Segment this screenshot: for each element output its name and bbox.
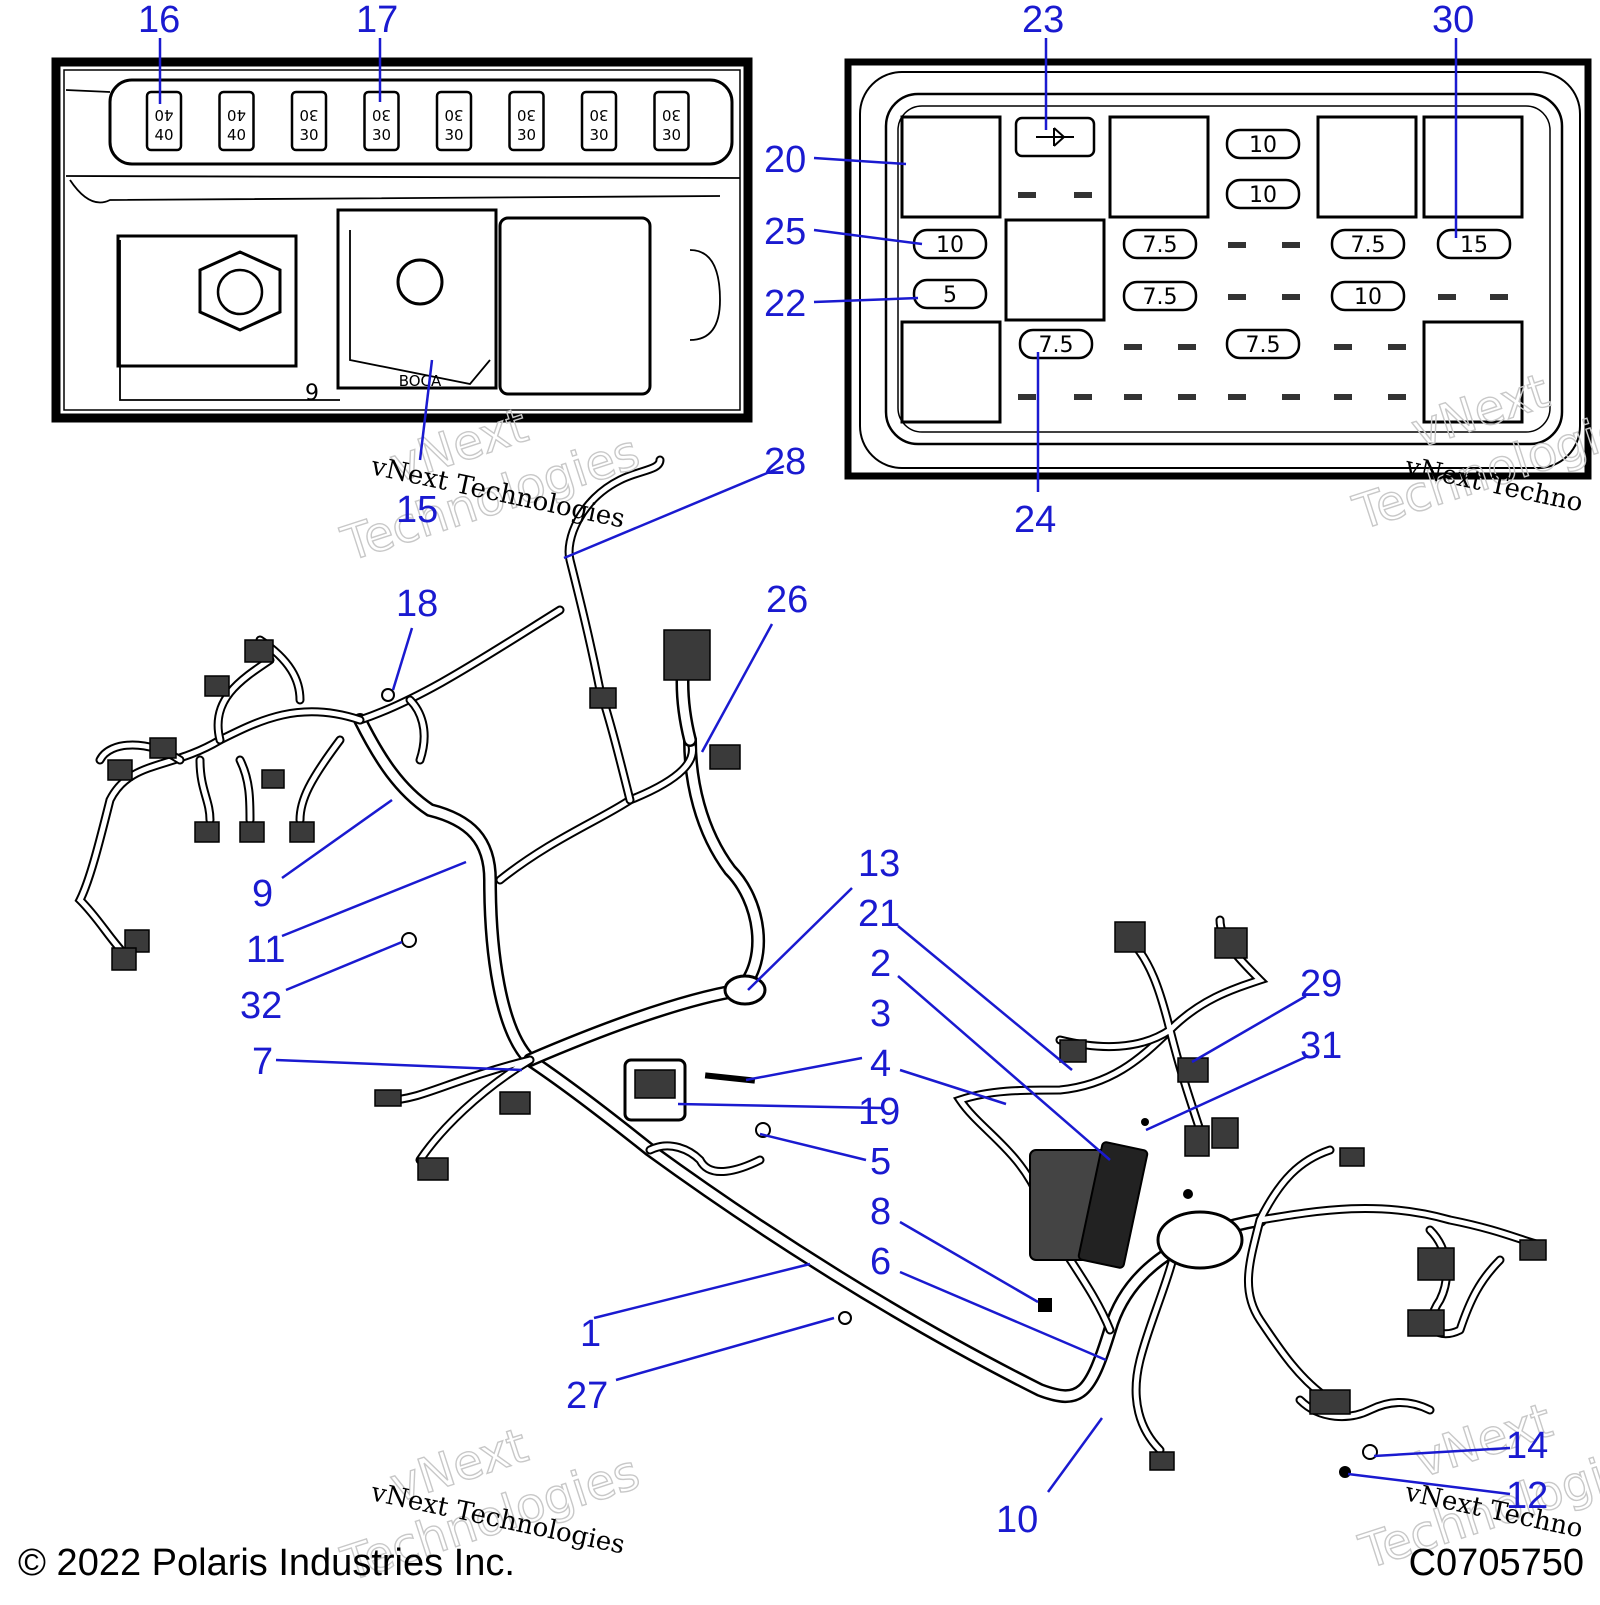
callout-21: 21 [858, 893, 900, 935]
fuse-rating-flipped: 30 [444, 106, 463, 124]
callout-16: 16 [138, 0, 180, 41]
fuse-rating: 30 [517, 126, 536, 144]
callout-17: 17 [356, 0, 398, 41]
fuse-rating-flipped: 30 [589, 106, 608, 124]
mini-fuse [1225, 328, 1301, 360]
loose-parts [381, 688, 1378, 1478]
callout-12: 12 [1506, 1475, 1548, 1517]
fuse-rating-flipped: 30 [299, 106, 318, 124]
callout-6: 6 [870, 1241, 891, 1283]
mini-fuse-rating: 5 [943, 283, 957, 308]
callout-30: 30 [1432, 0, 1474, 41]
callout-9: 9 [252, 873, 273, 915]
fuse-rating: 30 [662, 126, 681, 144]
callout-5: 5 [870, 1141, 891, 1183]
right-relays [900, 115, 1524, 424]
mini-fuse-rating: 7.5 [1351, 233, 1386, 258]
right-fuse-grid: 10 10 10 5 7.5 7.5 7.5 7.5 10 7.5 15 [912, 128, 1512, 360]
callout-10: 10 [996, 1499, 1038, 1541]
empty-fuse-slots [1018, 192, 1508, 400]
leader-lines [158, 38, 1511, 1496]
diode-icon [1036, 127, 1074, 147]
left-fuse-block-inset: 40 40 40 40 30 30 30 30 30 30 30 30 30 30 30 30 9 BOCA [51, 57, 753, 423]
fuse-2 [218, 90, 255, 152]
callout-15: 15 [396, 489, 438, 531]
relay-marking: 9 [305, 381, 319, 406]
mini-fuse-rating: 10 [936, 233, 964, 258]
callout-numbers: 16 17 23 30 20 25 22 24 15 28 18 26 9 11… [138, 0, 1548, 1541]
callout-22: 22 [764, 283, 806, 325]
callout-3: 3 [870, 993, 891, 1035]
mini-fuse [1225, 128, 1301, 160]
mini-fuse [912, 278, 988, 310]
fuse-5 [435, 90, 473, 152]
relay-block [336, 208, 498, 390]
callout-18: 18 [396, 583, 438, 625]
figure-code: C0705750 [1408, 1542, 1584, 1584]
callout-4: 4 [870, 1043, 891, 1085]
mini-fuse [1225, 178, 1301, 210]
relay-stamp: BOCA [399, 372, 442, 390]
mini-fuse-rating: 10 [1249, 183, 1277, 208]
callout-24: 24 [1014, 499, 1056, 541]
callout-8: 8 [870, 1191, 891, 1233]
mini-fuse [1330, 228, 1406, 260]
copyright-notice: © 2022 Polaris Industries Inc. [18, 1542, 515, 1584]
relay-socket-empty [498, 216, 652, 396]
callout-7: 7 [252, 1041, 273, 1083]
fuse-7 [580, 90, 618, 152]
fuse-rating: 40 [227, 126, 246, 144]
callout-27: 27 [566, 1375, 608, 1417]
mini-fuse-rating: 7.5 [1143, 285, 1178, 310]
fuse-6 [508, 90, 545, 152]
callout-25: 25 [764, 211, 806, 253]
mini-fuse-rating: 15 [1460, 233, 1488, 258]
fuse-rating: 40 [154, 126, 173, 144]
mini-fuse [1018, 328, 1094, 360]
right-fuse-block-inset: 10 10 10 5 7.5 7.5 7.5 7.5 10 7.5 15 [844, 58, 1592, 480]
fuse-rating: 30 [589, 126, 608, 144]
fuse-box-component [623, 1058, 687, 1122]
mini-fuse [1330, 280, 1406, 312]
control-module [1029, 1141, 1149, 1269]
callout-1: 1 [580, 1313, 601, 1355]
mini-fuse [1122, 228, 1198, 260]
fuse-rating-flipped: 30 [517, 106, 536, 124]
mini-fuse-rating: 7.5 [1246, 333, 1281, 358]
callout-20: 20 [764, 139, 806, 181]
harness-connectors [107, 629, 1547, 1471]
callout-14: 14 [1506, 1425, 1548, 1467]
callout-26: 26 [766, 579, 808, 621]
fuse-rating-flipped: 30 [662, 106, 681, 124]
fuse-rating: 30 [372, 126, 391, 144]
callout-29: 29 [1300, 963, 1342, 1005]
callout-28: 28 [764, 441, 806, 483]
callout-31: 31 [1300, 1025, 1342, 1067]
fuse-rating-flipped: 30 [372, 106, 391, 124]
fuse-rating: 30 [444, 126, 463, 144]
mini-fuse-rating: 10 [1249, 133, 1277, 158]
callout-23: 23 [1022, 0, 1064, 41]
mini-fuse [1122, 280, 1198, 312]
fuse-1 [145, 90, 183, 152]
fuse-3 [290, 90, 328, 152]
callout-11: 11 [246, 929, 285, 971]
fuse-8 [653, 90, 690, 152]
fuse-rating: 30 [299, 126, 318, 144]
callout-32: 32 [240, 985, 282, 1027]
mini-fuse-rating: 10 [1354, 285, 1382, 310]
callout-2: 2 [870, 943, 891, 985]
callout-13: 13 [858, 843, 900, 885]
mini-fuse-rating: 7.5 [1143, 233, 1178, 258]
callout-19: 19 [858, 1091, 900, 1133]
fuse-4 [363, 90, 400, 152]
mini-fuse-rating: 7.5 [1039, 333, 1074, 358]
main-wiring-harness [74, 455, 1547, 1478]
fuse-rating-flipped: 40 [227, 106, 246, 124]
fuse-rating-flipped: 40 [154, 106, 173, 124]
left-fuse-row: 40 40 40 40 30 30 30 30 30 30 30 30 30 30 30 30 [145, 90, 690, 152]
